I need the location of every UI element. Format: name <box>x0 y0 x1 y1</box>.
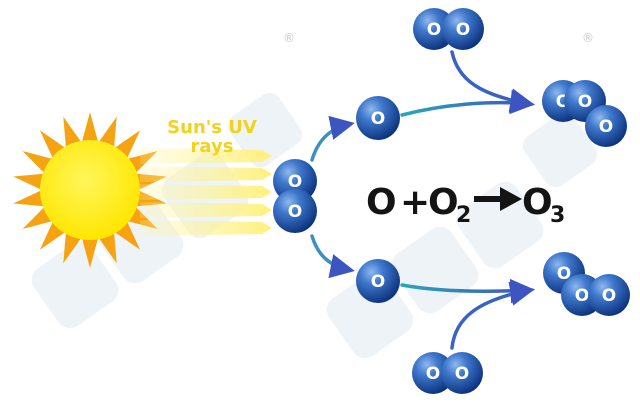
ozone-molecule-bottom: O O O <box>543 252 630 316</box>
atom <box>413 8 455 50</box>
atom-label: O <box>557 264 571 284</box>
equation-plus: + <box>400 182 430 223</box>
watermark-mark-right: ® <box>582 31 594 45</box>
equation-o3-base: O <box>522 182 553 223</box>
oxygen-molecule-center: O O <box>273 159 317 233</box>
equation-o3-subscript: 3 <box>550 203 565 228</box>
reaction-arrow-icon <box>474 187 522 211</box>
watermark-mark-left: ® <box>283 31 295 45</box>
uv-ray-2 <box>140 166 272 182</box>
arrow-split-up <box>310 115 355 162</box>
uv-label-line1: Sun's UV <box>167 117 257 138</box>
ozone-molecule-top: O O O <box>542 80 627 147</box>
atom-label: O <box>456 20 470 40</box>
atom-label: O <box>426 364 440 384</box>
oxygen-atom-top: O <box>356 96 400 140</box>
equation-o2-subscript: 2 <box>456 203 471 228</box>
atom-label: O <box>427 20 441 40</box>
atom <box>442 8 484 50</box>
atom <box>588 274 630 316</box>
uv-label-line2: rays <box>191 136 234 157</box>
reaction-equation: O + O 2 O 3 <box>366 182 565 228</box>
uv-rays <box>140 148 272 236</box>
arrow-o2-to-o3-top <box>450 50 535 113</box>
arrow-o-to-o3-top <box>400 89 535 117</box>
uv-ray-1 <box>140 148 272 164</box>
oxygen-molecule-top: O O <box>413 8 484 50</box>
atom-label: O <box>575 286 589 306</box>
uv-ray-3 <box>140 184 272 200</box>
atom-label: O <box>288 202 302 222</box>
equation-o2-base: O <box>428 182 459 223</box>
equation-o: O <box>366 182 397 223</box>
atom <box>585 105 627 147</box>
atom <box>441 352 483 394</box>
atom <box>412 352 454 394</box>
sun-core <box>40 140 140 240</box>
arrow-o2-to-o3-bottom <box>450 281 535 350</box>
atom-label: O <box>371 109 385 129</box>
sun-icon <box>13 112 167 268</box>
atom-label: O <box>455 364 469 384</box>
atom <box>356 96 400 140</box>
atom-label: O <box>599 117 613 137</box>
atom-label: O <box>578 92 592 112</box>
atom <box>356 259 400 303</box>
uv-ray-5 <box>140 220 272 236</box>
uv-ray-4 <box>140 202 272 218</box>
arrow-split-down <box>310 234 355 279</box>
atom <box>273 189 317 233</box>
atom-label: O <box>288 172 302 192</box>
atom-label: O <box>371 272 385 292</box>
oxygen-atom-bottom: O <box>356 259 400 303</box>
oxygen-molecule-bottom: O O <box>412 352 483 394</box>
atom-label: O <box>602 286 616 306</box>
